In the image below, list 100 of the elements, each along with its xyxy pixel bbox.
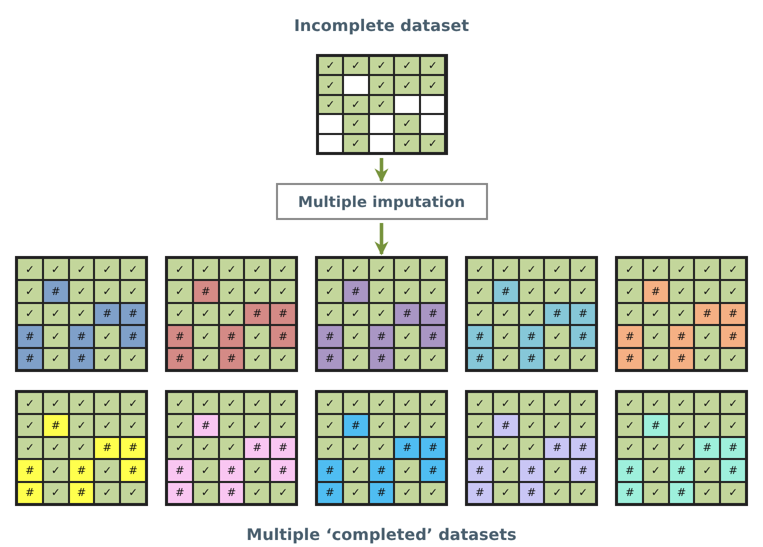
imputed-value: # [245,438,270,458]
data-table [465,390,598,506]
imputed-value: # [545,438,570,458]
imputed-value: # [70,482,94,503]
imputed-value: # [271,326,295,347]
imputed-value: # [220,482,244,503]
observed-value: ✓ [370,304,394,324]
observed-value: ✓ [271,281,295,302]
observed-value: ✓ [670,281,694,302]
observed-value: ✓ [168,415,192,436]
imputed-value: # [721,438,745,458]
imputed-value: # [721,460,745,481]
imputed-value: # [95,304,120,324]
observed-value: ✓ [70,259,94,280]
imputed-value: # [644,415,668,436]
imputed-value: # [168,348,192,369]
observed-value: ✓ [520,259,544,280]
observed-value: ✓ [571,482,595,503]
imputed-value: # [121,438,145,458]
observed-value: ✓ [395,415,420,436]
observed-value: ✓ [318,415,342,436]
observed-value: ✓ [194,259,218,280]
observed-value: ✓ [271,482,295,503]
observed-value: ✓ [44,348,68,369]
observed-value: ✓ [468,304,492,324]
observed-value: ✓ [44,393,68,414]
imputed-value: # [168,460,192,481]
observed-value: ✓ [395,482,420,503]
imputed-value: # [644,281,668,302]
imputed-value: # [695,438,720,458]
observed-value: ✓ [468,415,492,436]
observed-value: ✓ [370,57,394,74]
imputed-value: # [571,460,595,481]
observed-value: ✓ [245,460,270,481]
observed-value: ✓ [44,304,68,324]
imputed-value: # [670,326,694,347]
observed-value: ✓ [271,415,295,436]
observed-value: ✓ [520,304,544,324]
observed-value: ✓ [95,281,120,302]
imputed-value: # [44,281,68,302]
observed-value: ✓ [494,438,518,458]
observed-value: ✓ [70,281,94,302]
imputed-value: # [95,438,120,458]
imputed-value: # [571,304,595,324]
imputed-value: # [18,348,42,369]
observed-value: ✓ [670,415,694,436]
observed-value: ✓ [220,438,244,458]
imputed-value: # [545,304,570,324]
observed-value: ✓ [121,415,145,436]
observed-value: ✓ [618,281,642,302]
imputed-value: # [70,460,94,481]
observed-value: ✓ [18,304,42,324]
observed-value: ✓ [194,438,218,458]
observed-value: ✓ [644,304,668,324]
observed-value: ✓ [18,415,42,436]
observed-value: ✓ [95,326,120,347]
observed-value: ✓ [494,259,518,280]
observed-value: ✓ [121,348,145,369]
observed-value: ✓ [194,348,218,369]
imputed-value: # [468,460,492,481]
observed-value: ✓ [18,393,42,414]
observed-value: ✓ [121,482,145,503]
observed-value: ✓ [395,57,419,74]
observed-value: ✓ [721,415,745,436]
imputed-value: # [121,460,145,481]
observed-value: ✓ [318,304,342,324]
observed-value: ✓ [644,393,668,414]
observed-value: ✓ [421,415,445,436]
imputed-value: # [670,348,694,369]
observed-value: ✓ [194,393,218,414]
imputed-value: # [468,326,492,347]
observed-value: ✓ [420,76,444,94]
observed-value: ✓ [95,393,120,414]
observed-value: ✓ [420,134,444,152]
observed-value: ✓ [18,281,42,302]
observed-value: ✓ [344,460,368,481]
observed-value: ✓ [545,348,570,369]
imputed-value: # [494,281,518,302]
imputed-value: # [520,326,544,347]
imputed-value: # [44,415,68,436]
observed-value: ✓ [220,415,244,436]
observed-value: ✓ [318,281,342,302]
imputed-value: # [618,326,642,347]
imputed-value: # [520,348,544,369]
observed-value: ✓ [670,438,694,458]
observed-value: ✓ [695,281,720,302]
observed-value: ✓ [395,259,420,280]
imputed-value: # [344,281,368,302]
observed-value: ✓ [520,281,544,302]
observed-value: ✓ [468,259,492,280]
observed-value: ✓ [168,393,192,414]
observed-value: ✓ [344,304,368,324]
observed-value: ✓ [245,259,270,280]
observed-value: ✓ [520,438,544,458]
observed-value: ✓ [420,57,444,74]
data-table [165,390,298,506]
observed-value: ✓ [571,393,595,414]
imputed-value: # [571,438,595,458]
observed-value: ✓ [421,482,445,503]
imputed-value: # [618,460,642,481]
